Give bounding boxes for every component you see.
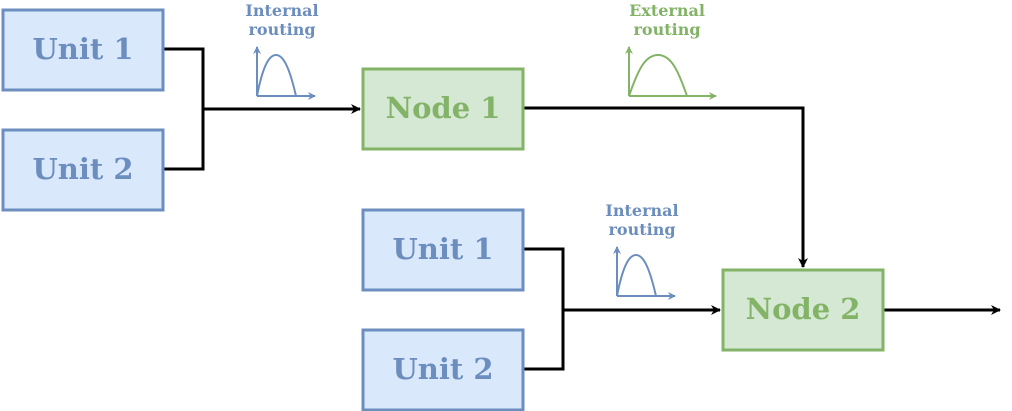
unit-box-2a: Unit 2 [1, 128, 165, 212]
node-2-box: Node 2 [721, 268, 885, 352]
unit-box-2b: Unit 2 [361, 328, 525, 411]
node-1-box: Node 1 [361, 67, 525, 151]
unit-box-1b: Unit 1 [361, 208, 525, 292]
unit-label: Unit 1 [32, 32, 133, 66]
external-routing: External routing [625, 1, 717, 100]
routing-label-line1: External [629, 1, 705, 20]
connector-unit1b [523, 247, 565, 310]
unit-label: Unit 1 [392, 232, 493, 266]
routing-label-line1: Internal [245, 1, 318, 20]
routing-label-line2: routing [633, 20, 700, 39]
unit-label: Unit 2 [32, 152, 133, 186]
connector-unit2b [523, 310, 565, 371]
internal-routing-b: Internal routing [605, 201, 679, 300]
routing-label-line2: routing [248, 20, 315, 39]
unit-box-1a: Unit 1 [1, 8, 165, 92]
arrow-node1-to-node2 [523, 106, 808, 268]
routing-label-line2: routing [608, 220, 675, 239]
distribution-curve-icon [253, 46, 316, 100]
node-label: Node 2 [746, 292, 861, 326]
distribution-curve-icon [625, 46, 717, 100]
distribution-curve-icon [613, 246, 676, 300]
connector-unit1a [163, 47, 205, 109]
unit-label: Unit 2 [392, 352, 493, 386]
internal-routing-a: Internal routing [245, 1, 319, 100]
node-label: Node 1 [386, 91, 501, 125]
routing-label-line1: Internal [605, 201, 678, 220]
connector-unit2a [163, 109, 205, 171]
